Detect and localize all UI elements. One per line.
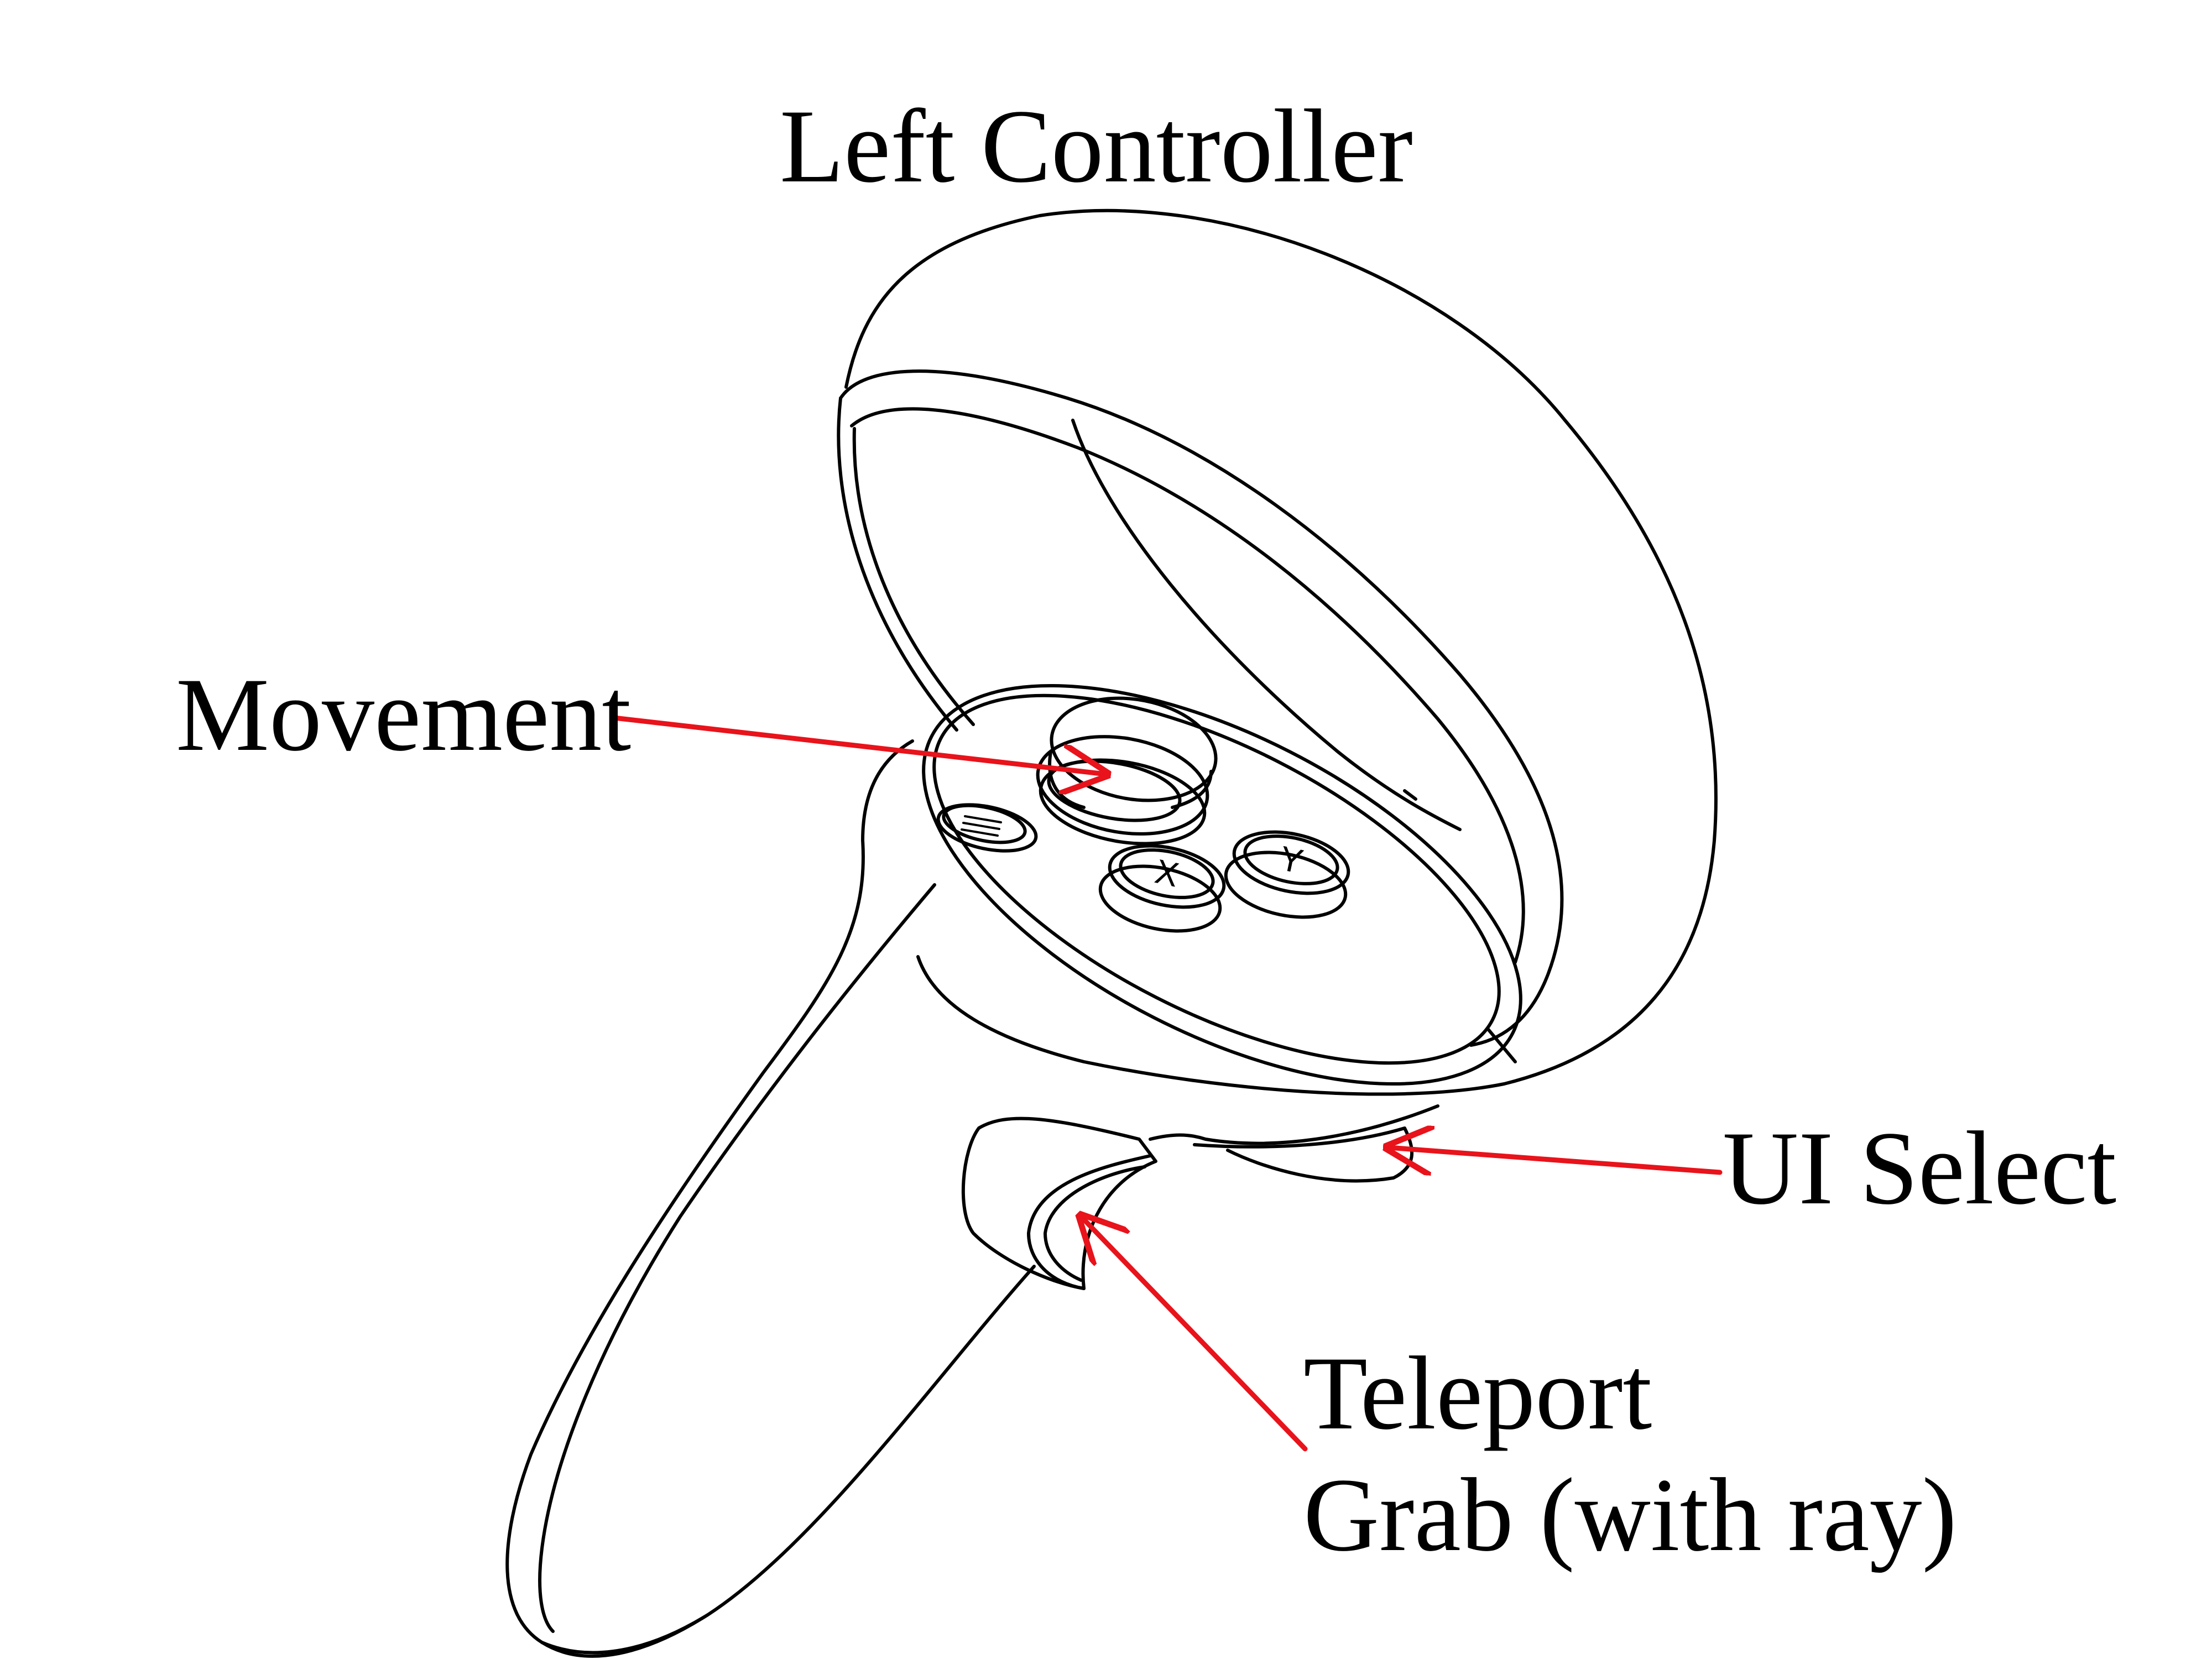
x-button	[1108, 844, 1226, 909]
face-plate	[922, 684, 1522, 1086]
movement-arrow	[611, 715, 1106, 774]
tracking-ring-outer	[844, 208, 1718, 1096]
tracking-ring-inner-face-2	[852, 427, 975, 726]
thumbstick-cap	[1050, 696, 1218, 802]
y-button-base	[1224, 851, 1348, 919]
movement-label: Movement	[176, 657, 632, 773]
controller-drawing	[505, 208, 1718, 1658]
tracking-ring-seam-tick	[1403, 789, 1417, 801]
x-button-cap	[1119, 848, 1215, 899]
teleport-arrow	[1081, 1217, 1308, 1452]
grip-button	[1193, 1126, 1413, 1183]
ui-select-label: UI Select	[1723, 1110, 2117, 1227]
y-button	[1232, 830, 1350, 895]
tracking-ring-seam	[1071, 419, 1462, 831]
grip-bottom	[540, 1613, 709, 1655]
y-button-cap	[1243, 834, 1339, 885]
tracking-ring-rim-inner	[850, 407, 1525, 964]
tracking-ring-rim	[839, 369, 1564, 1047]
grip-inner	[538, 883, 936, 1633]
face-plate-inner	[932, 693, 1501, 1065]
diagram-title: Left Controller	[780, 88, 1413, 205]
grab-label: Grab (with ray)	[1303, 1457, 1957, 1573]
thumbstick-stem	[1048, 750, 1213, 809]
tracking-ring-inner-face	[837, 397, 958, 732]
grip-outer	[505, 739, 1036, 1658]
teleport-label: Teleport	[1303, 1335, 1652, 1452]
callout-arrows	[611, 715, 1723, 1452]
x-button-label: X	[1152, 852, 1182, 894]
y-button-label: Y	[1276, 839, 1306, 881]
trigger-body	[961, 1117, 1157, 1290]
x-button-base	[1098, 864, 1222, 933]
tracking-ring-bottom-tick	[1486, 1027, 1517, 1063]
trigger-face-inner	[1044, 1165, 1146, 1282]
menu-button-inner	[942, 804, 1027, 844]
menu-icon	[961, 815, 1002, 837]
thumbstick-ring	[1047, 759, 1182, 822]
thumbstick-cap-shadow	[1036, 735, 1209, 836]
grip-edge	[1149, 1104, 1439, 1145]
ui-select-arrow	[1388, 1147, 1723, 1172]
trigger-face	[1027, 1154, 1152, 1290]
